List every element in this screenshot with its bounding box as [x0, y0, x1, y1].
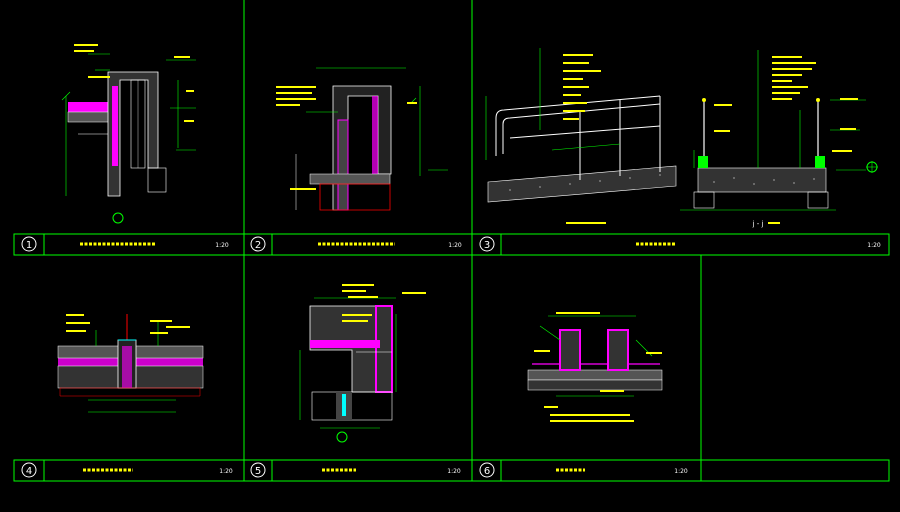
panel-2-scale: 1:20 — [448, 242, 462, 249]
panel-2-detail — [276, 67, 448, 211]
panel-4-scale: 1:20 — [219, 468, 233, 475]
panel-5-section-marker — [336, 431, 348, 443]
panel-4-callout-strokes — [66, 314, 190, 334]
panel-4-number: 4 — [26, 466, 32, 477]
panel-5-number: 5 — [255, 466, 261, 477]
panel-3-number: 3 — [484, 240, 490, 251]
panel-6-scale: 1:20 — [674, 468, 688, 475]
panel-3-detail: j - j — [485, 48, 878, 228]
panel-6-number: 6 — [484, 466, 490, 477]
panel-1-scale: 1:20 — [215, 242, 229, 249]
panel-5-callout-strokes — [342, 284, 426, 322]
panel-3-right-callouts — [714, 56, 858, 224]
panel-2-number: 2 — [255, 240, 261, 251]
panel-6-detail — [527, 312, 663, 422]
sheet-frame — [13, 0, 890, 482]
panel-5-detail — [299, 284, 426, 443]
panel-1-section-marker — [112, 212, 124, 224]
panel-1-number: 1 — [26, 240, 32, 251]
panel-1-detail — [61, 44, 196, 224]
title-bar-row-1: 1 1:20 2 1:20 3 1:20 — [21, 236, 881, 252]
panel-4-detail — [57, 314, 204, 413]
title-bar-row-2: 4 1:20 5 1:20 6 1:20 — [21, 462, 688, 478]
panel-3-scale: 1:20 — [867, 242, 881, 249]
panel-5-scale: 1:20 — [447, 468, 461, 475]
panel-3-left-callouts — [563, 54, 606, 224]
panel-6-callout-strokes — [534, 312, 662, 422]
panel-1-callout-strokes — [74, 44, 194, 122]
panel-3-section-mark: j - j — [752, 220, 764, 228]
panel-2-callout-strokes — [276, 86, 417, 190]
